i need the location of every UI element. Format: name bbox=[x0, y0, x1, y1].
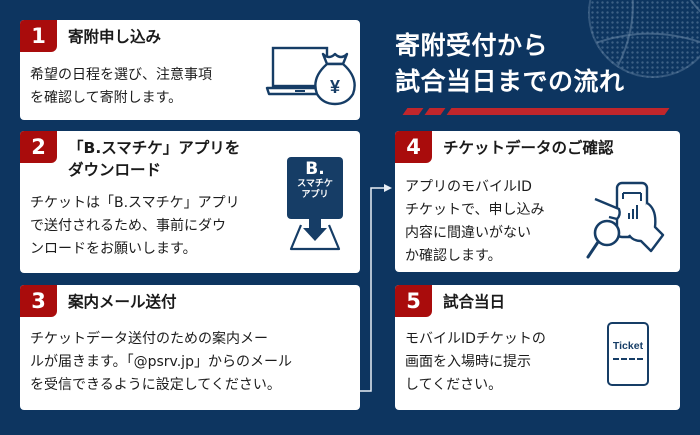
phone-magnifier-icon bbox=[586, 181, 665, 259]
app-tile: B. スマチケ アプリ bbox=[287, 157, 343, 219]
step-title: 寄附申し込み bbox=[68, 28, 162, 46]
step-description: モバイルIDチケットの 画面を入場時に提示 してください。 bbox=[405, 331, 546, 393]
step-title: 「B.スマチケ」アプリを ダウンロード bbox=[68, 139, 241, 179]
step-card-5: 5 試合当日 モバイルIDチケットの 画面を入場時に提示 してください。 Tic… bbox=[395, 285, 680, 410]
basketball-lines-icon bbox=[590, 0, 700, 76]
download-tray-icon bbox=[289, 215, 341, 251]
ticket-icon: Ticket bbox=[607, 322, 649, 386]
step-card-1: 1 寄附申し込み 希望の日程を選び、注意事項 を確認して寄附します。 ¥ bbox=[20, 20, 360, 120]
app-tile-label-top: B. bbox=[305, 159, 325, 179]
step-description: チケットデータ送付のための案内メー ルが届きます。「@psrv.jp」からのメー… bbox=[30, 331, 292, 393]
step-number-badge: 3 bbox=[20, 285, 57, 317]
step-description: 希望の日程を選び、注意事項 を確認して寄附します。 bbox=[30, 67, 212, 106]
app-tile-label-bottom: スマチケ アプリ bbox=[297, 179, 333, 200]
step-number-badge: 2 bbox=[20, 131, 57, 163]
step-description: チケットは「B.スマチケ」アプリ で送付されるため、事前にダウ ンロードをお願い… bbox=[30, 195, 240, 257]
ticket-perforation bbox=[613, 358, 643, 360]
step-number-badge: 4 bbox=[395, 131, 432, 163]
ticket-label: Ticket bbox=[612, 340, 644, 352]
step-card-3: 3 案内メール送付 チケットデータ送付のための案内メー ルが届きます。「@psr… bbox=[20, 285, 360, 410]
step-title: 試合当日 bbox=[443, 293, 506, 311]
laptop-money-bag-icon: ¥ bbox=[265, 46, 356, 106]
step-description: アプリのモバイルID チケットで、申し込み 内容に間違いがない か確認します。 bbox=[405, 179, 545, 264]
step-title: チケットデータのご確認 bbox=[443, 139, 614, 157]
step-number-badge: 1 bbox=[20, 20, 57, 52]
step-card-2: 2 「B.スマチケ」アプリを ダウンロード チケットは「B.スマチケ」アプリ で… bbox=[20, 131, 360, 273]
app-download-icon: B. スマチケ アプリ bbox=[287, 157, 343, 253]
svg-text:¥: ¥ bbox=[330, 77, 340, 97]
step-number-badge: 5 bbox=[395, 285, 432, 317]
step-card-4: 4 チケットデータのご確認 アプリのモバイルID チケットで、申し込み 内容に間… bbox=[395, 131, 680, 272]
basketball-decoration bbox=[588, 0, 700, 78]
step-title: 案内メール送付 bbox=[68, 293, 177, 311]
page-title: 寄附受付から 試合当日までの流れ bbox=[395, 31, 625, 96]
